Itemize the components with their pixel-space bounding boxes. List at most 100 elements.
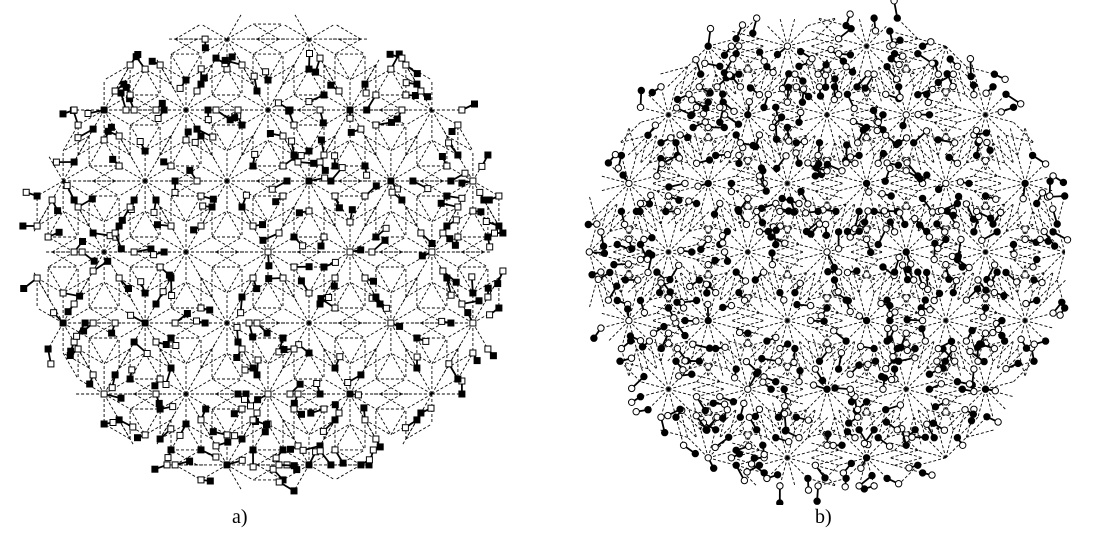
open-circle-marker — [883, 91, 889, 97]
tiling-edge — [629, 211, 637, 239]
tiling-edge — [406, 379, 432, 394]
tiling-edge — [649, 341, 657, 369]
open-square-marker — [370, 447, 376, 453]
open-square-marker — [194, 178, 200, 184]
filled-circle-marker — [622, 277, 628, 283]
open-square-marker — [455, 204, 461, 210]
filled-circle-marker — [904, 276, 910, 282]
tiling-edge — [929, 107, 957, 115]
tiling-edge — [350, 65, 376, 80]
open-square-marker — [155, 116, 161, 122]
filled-circle-marker — [769, 250, 775, 256]
filled-circle-marker — [761, 104, 767, 110]
tiling-edge — [969, 183, 997, 191]
filled-circle-marker — [786, 71, 792, 77]
open-circle-marker — [687, 283, 693, 289]
open-circle-marker — [702, 60, 708, 66]
filled-circle-marker — [724, 228, 730, 234]
filled-circle-marker — [1023, 345, 1029, 351]
open-square-marker — [487, 244, 493, 250]
filled-circle-marker — [954, 256, 960, 262]
open-circle-marker — [742, 278, 748, 284]
open-circle-marker — [784, 43, 790, 49]
filled-circle-marker — [637, 208, 643, 214]
open-circle-marker — [786, 439, 792, 445]
filled-circle-marker — [793, 140, 799, 146]
open-square-marker — [269, 186, 275, 192]
filled-square-marker — [209, 204, 215, 210]
open-square-marker — [90, 268, 96, 274]
open-circle-marker — [875, 160, 881, 166]
tiling-edge — [417, 368, 432, 394]
filled-circle-marker — [768, 386, 774, 392]
open-square-marker — [239, 457, 245, 463]
open-square-marker — [470, 320, 476, 326]
open-circle-marker — [874, 127, 880, 133]
open-square-marker — [332, 259, 338, 265]
open-square-marker — [444, 163, 450, 169]
filled-circle-marker — [915, 51, 921, 57]
open-square-marker — [34, 275, 40, 281]
filled-circle-marker — [824, 305, 830, 311]
filled-circle-marker — [617, 358, 623, 364]
filled-circle-marker — [618, 208, 624, 214]
tiling-edge — [376, 323, 391, 349]
tiling-edge — [63, 278, 89, 293]
open-circle-marker — [891, 325, 897, 331]
filled-square-marker — [203, 406, 209, 412]
open-square-marker — [280, 133, 286, 139]
filled-circle-marker — [887, 317, 893, 323]
open-circle-marker — [967, 348, 973, 354]
filled-square-marker — [266, 276, 272, 282]
open-circle-marker — [615, 165, 621, 171]
open-circle-marker — [673, 105, 679, 111]
filled-circle-marker — [689, 112, 695, 118]
filled-circle-marker — [705, 43, 711, 49]
tiling-edge — [697, 252, 725, 260]
open-square-marker — [336, 410, 342, 416]
filled-circle-marker — [639, 344, 645, 350]
tiling-edge — [768, 273, 776, 301]
filled-square-marker — [187, 458, 193, 464]
filled-circle-marker — [824, 386, 830, 392]
filled-square-marker — [148, 246, 154, 252]
open-square-marker — [153, 391, 159, 397]
open-circle-marker — [805, 417, 811, 423]
filled-circle-marker — [673, 140, 679, 146]
filled-circle-marker — [816, 140, 822, 146]
filled-circle-marker — [926, 112, 932, 118]
filled-circle-marker — [733, 366, 739, 372]
open-square-marker — [172, 320, 178, 326]
filled-circle-marker — [713, 152, 719, 158]
open-square-marker — [109, 385, 115, 391]
tiling-edge — [1025, 127, 1033, 155]
filled-square-marker — [60, 320, 66, 326]
open-circle-marker — [855, 414, 861, 420]
filled-circle-marker — [934, 221, 940, 227]
tiling-edge — [145, 136, 171, 151]
tiling-edge — [339, 308, 365, 323]
filled-circle-marker — [968, 73, 974, 79]
filled-circle-marker — [1034, 256, 1040, 262]
open-square-marker — [317, 448, 323, 454]
tiling-edge — [376, 252, 402, 267]
filled-square-marker — [71, 159, 77, 165]
filled-square-marker — [317, 301, 323, 307]
filled-square-marker — [470, 290, 476, 296]
open-square-marker — [127, 92, 133, 98]
open-square-marker — [383, 225, 389, 231]
filled-square-marker — [264, 330, 270, 336]
tiling-edge — [268, 207, 294, 222]
open-circle-marker — [736, 329, 742, 335]
tiling-edge — [335, 24, 361, 39]
filled-circle-marker — [735, 121, 741, 127]
open-circle-marker — [746, 99, 752, 105]
tiling-edge — [294, 13, 309, 39]
open-circle-marker — [665, 330, 671, 336]
open-circle-marker — [743, 221, 749, 227]
tiling-edge — [974, 313, 1002, 321]
open-circle-marker — [745, 195, 751, 201]
tiling-edge — [48, 252, 74, 267]
open-square-marker — [177, 85, 183, 91]
filled-circle-marker — [689, 371, 695, 377]
